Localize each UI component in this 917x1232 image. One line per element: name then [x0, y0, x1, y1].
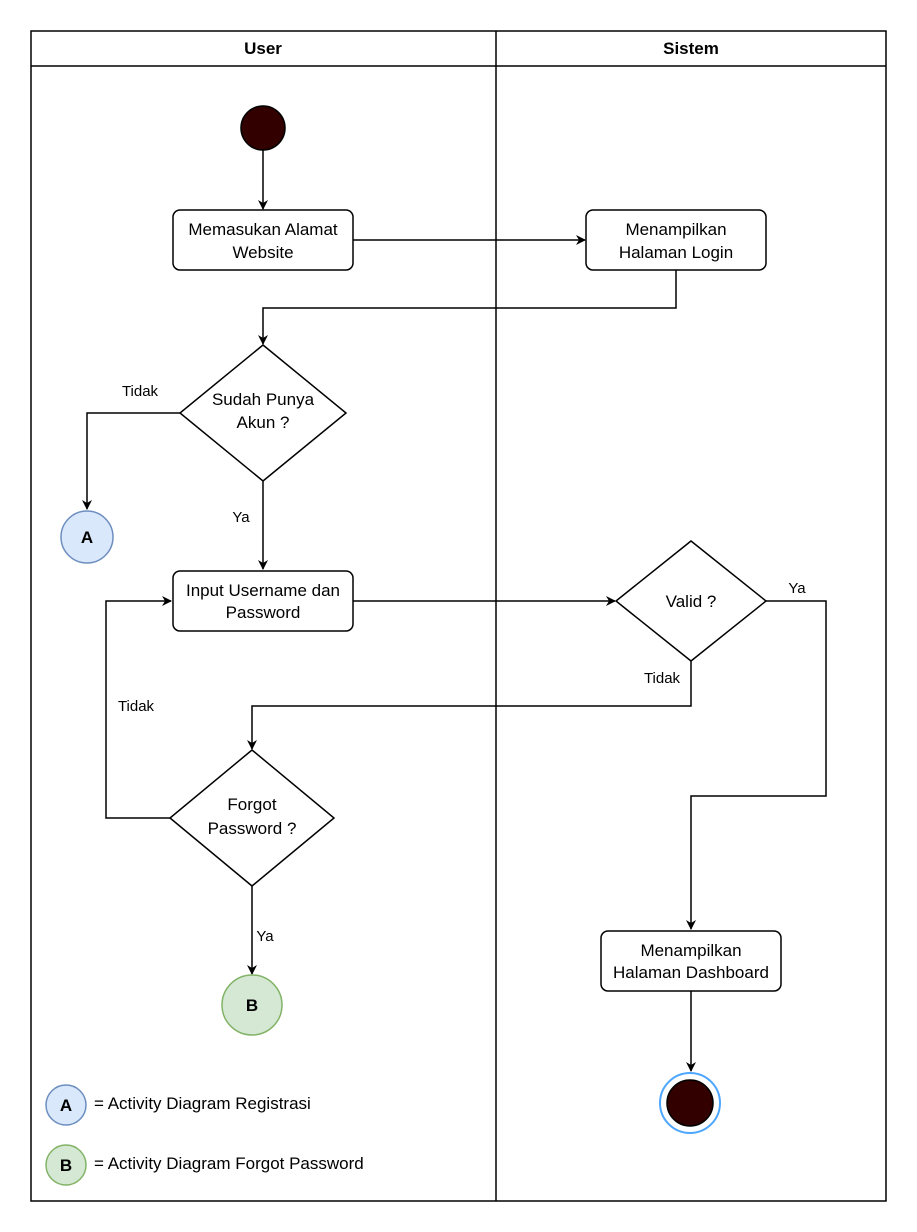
- label-forgot-yes: Ya: [256, 928, 274, 945]
- lane-title-user: User: [244, 39, 282, 58]
- action-enter-address-line-1: Memasukan Alamat: [188, 220, 338, 239]
- connector-a-label: A: [81, 528, 93, 547]
- decision-forgot-password: Forgot Password ?: [168, 749, 336, 887]
- edges: [82, 150, 827, 1072]
- action-show-dashboard-line-2: Halaman Dashboard: [613, 963, 769, 982]
- decision-forgot-password-line-2: Password ?: [208, 819, 297, 838]
- lane-title-system: Sistem: [663, 39, 719, 58]
- legend-item-a-text: = Activity Diagram Registrasi: [94, 1094, 311, 1113]
- decision-has-account-line-1: Sudah Punya: [212, 390, 315, 409]
- label-has-account-yes: Ya: [232, 509, 250, 526]
- action-show-login-line-1: Menampilkan: [625, 220, 726, 239]
- action-show-dashboard-line-1: Menampilkan: [640, 941, 741, 960]
- decision-has-account-line-2: Akun ?: [237, 413, 290, 432]
- action-show-dashboard: Menampilkan Halaman Dashboard: [600, 930, 782, 992]
- legend-item-a-key: A: [60, 1096, 72, 1115]
- action-input-credentials-line-2: Password: [226, 603, 301, 622]
- edge-show-login-to-has-account: [258, 270, 677, 345]
- decision-forgot-password-line-1: Forgot: [227, 795, 276, 814]
- label-forgot-no: Tidak: [118, 698, 155, 715]
- action-input-credentials: Input Username dan Password: [172, 570, 354, 632]
- action-show-login: Menampilkan Halaman Login: [585, 209, 767, 271]
- label-valid-no: Tidak: [644, 670, 681, 687]
- action-show-login-line-2: Halaman Login: [619, 243, 733, 262]
- swimlane-frame: [30, 30, 887, 1202]
- action-enter-address: Memasukan Alamat Website: [172, 209, 354, 271]
- start-node: [240, 105, 286, 151]
- decision-valid: Valid ?: [614, 540, 768, 662]
- connector-a: A: [60, 510, 114, 564]
- edge-forgot-no: [105, 596, 172, 819]
- edge-has-account-no: [82, 412, 180, 510]
- legend: A = Activity Diagram Registrasi B = Acti…: [45, 1084, 364, 1186]
- legend-item-a: A = Activity Diagram Registrasi: [45, 1084, 311, 1126]
- label-has-account-no: Tidak: [122, 383, 159, 400]
- action-input-credentials-line-1: Input Username dan: [186, 581, 340, 600]
- label-valid-yes: Ya: [788, 580, 806, 597]
- legend-item-b-key: B: [60, 1156, 72, 1175]
- connector-b: B: [221, 974, 283, 1036]
- edge-valid-no: [247, 660, 692, 750]
- legend-item-b-text: = Activity Diagram Forgot Password: [94, 1154, 364, 1173]
- action-enter-address-line-2: Website: [232, 243, 293, 262]
- legend-item-b: B = Activity Diagram Forgot Password: [45, 1144, 364, 1186]
- edge-valid-yes: [686, 600, 827, 930]
- decision-valid-line-1: Valid ?: [666, 592, 717, 611]
- end-node: [659, 1072, 721, 1134]
- decision-has-account: Sudah Punya Akun ?: [178, 344, 348, 482]
- connector-b-label: B: [246, 996, 258, 1015]
